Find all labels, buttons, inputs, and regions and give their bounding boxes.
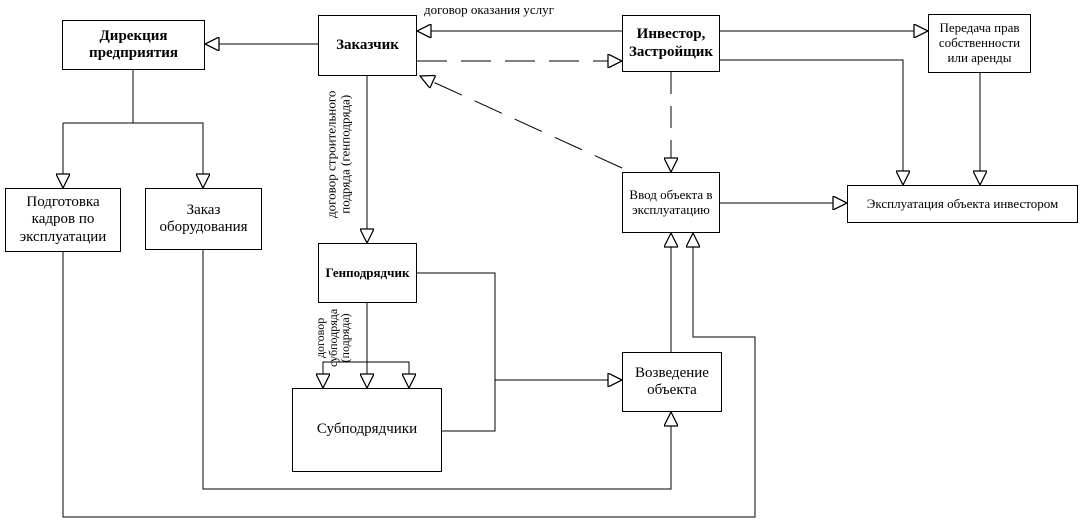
node-direction: Дирекция предприятия xyxy=(62,20,205,70)
node-subcontractors-label: Субподрядчики xyxy=(316,421,418,438)
node-operation-label: Эксплуатация объекта инвестором xyxy=(866,195,1059,211)
edge-equipment-to-construction xyxy=(202,250,671,490)
node-investor: Инвестор, Застройщик xyxy=(622,15,720,72)
node-staff-training-label: Подготовка кадров по эксплуатации xyxy=(19,194,107,245)
node-general-contractor-label: Генподрядчик xyxy=(325,264,410,280)
label-subcontract: договор субподряда (подряда) xyxy=(313,308,353,368)
edge-investor-to-operation xyxy=(720,59,903,185)
node-equipment-order: Заказ оборудования xyxy=(145,188,262,250)
edge-direction-split xyxy=(63,70,134,124)
node-operation: Эксплуатация объекта инвестором xyxy=(847,185,1078,223)
node-staff-training: Подготовка кадров по эксплуатации xyxy=(5,188,121,252)
node-rights-transfer: Передача прав собственности или аренды xyxy=(928,14,1031,73)
node-commissioning-label: Ввод объекта в эксплуатацию xyxy=(629,186,713,217)
node-commissioning: Ввод объекта в эксплуатацию xyxy=(622,172,720,233)
node-general-contractor: Генподрядчик xyxy=(318,243,417,303)
node-equipment-order-label: Заказ оборудования xyxy=(159,201,248,235)
node-subcontractors: Субподрядчики xyxy=(292,388,442,472)
label-construction-contract: договор строительного подряда (генподряд… xyxy=(323,90,353,218)
edge-general-to-subs-right xyxy=(367,361,409,388)
node-rights-transfer-label: Передача прав собственности или аренды xyxy=(938,20,1021,65)
node-direction-label: Дирекция предприятия xyxy=(89,27,178,61)
node-investor-label: Инвестор, Застройщик xyxy=(628,26,714,60)
edge-general-loop xyxy=(417,272,496,432)
edge-commissioning-to-customer-dashed xyxy=(420,76,623,169)
edge-training-to-commissioning xyxy=(62,233,756,518)
node-customer-label: Заказчик xyxy=(336,36,399,53)
node-construction: Возведение объекта xyxy=(622,352,722,412)
edge-general-to-subs-left xyxy=(323,361,367,388)
label-services-contract: договор оказания услуг xyxy=(424,2,554,17)
edge-direction-to-equipment xyxy=(133,122,203,188)
node-construction-label: Возведение объекта xyxy=(635,364,709,398)
node-customer: Заказчик xyxy=(318,15,417,76)
